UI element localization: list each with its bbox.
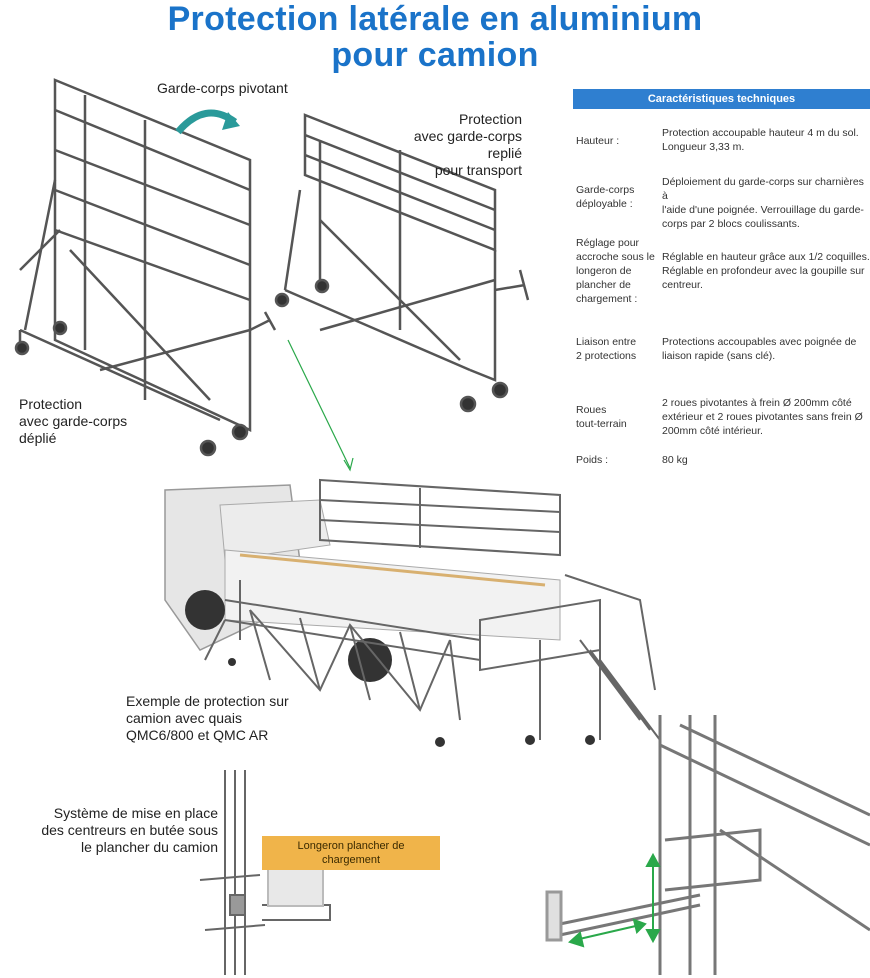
caption-centering: Système de mise en place des centreurs e… <box>41 805 218 855</box>
page-title-line2: pour camion <box>331 36 539 74</box>
page-title-line1: Protection latérale en aluminium <box>167 0 703 38</box>
truck-drawing <box>164 478 661 747</box>
centering-detail-drawing <box>199 770 331 975</box>
caption-unfolded: Protection avec garde-corps déplié <box>19 396 128 446</box>
unfolded-guardrail-drawing <box>14 78 277 457</box>
specs-header: Caractéristiques techniques <box>573 89 870 109</box>
centering-closeup-drawing <box>545 715 870 975</box>
specs-panel: Caractéristiques techniques Hauteur : Pr… <box>573 89 870 466</box>
caption-truck: Exemple de protection sur camion avec qu… <box>126 693 289 743</box>
adjust-arrows-icon <box>568 852 661 948</box>
green-pointer-line <box>287 339 351 469</box>
caption-folded: Protection avec garde-corps replié pour … <box>413 111 522 178</box>
longeron-tag: Longeron plancher de chargement <box>262 836 440 870</box>
folded-guardrail-drawing <box>274 113 530 413</box>
caption-pivot: Garde-corps pivotant <box>157 80 288 96</box>
